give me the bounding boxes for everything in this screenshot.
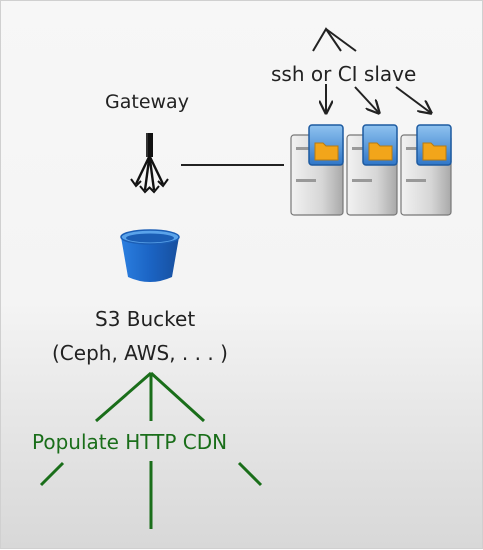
s3-bucket-icon xyxy=(120,229,180,282)
populate-http-cdn-label: Populate HTTP CDN xyxy=(32,430,227,454)
s3-bucket-label: S3 Bucket xyxy=(95,307,195,331)
server-tower-3 xyxy=(400,124,452,216)
ssh-ci-label: ssh or CI slave xyxy=(271,62,416,86)
gateway-label: Gateway xyxy=(105,91,189,113)
distribution-fanout xyxy=(39,371,263,529)
s3-backends-label: (Ceph, AWS, . . . ) xyxy=(52,341,228,365)
gateway-fork-icon xyxy=(130,133,169,194)
incoming-arrows xyxy=(312,27,431,113)
server-tower-2 xyxy=(346,124,398,216)
server-tower-1 xyxy=(290,124,344,216)
